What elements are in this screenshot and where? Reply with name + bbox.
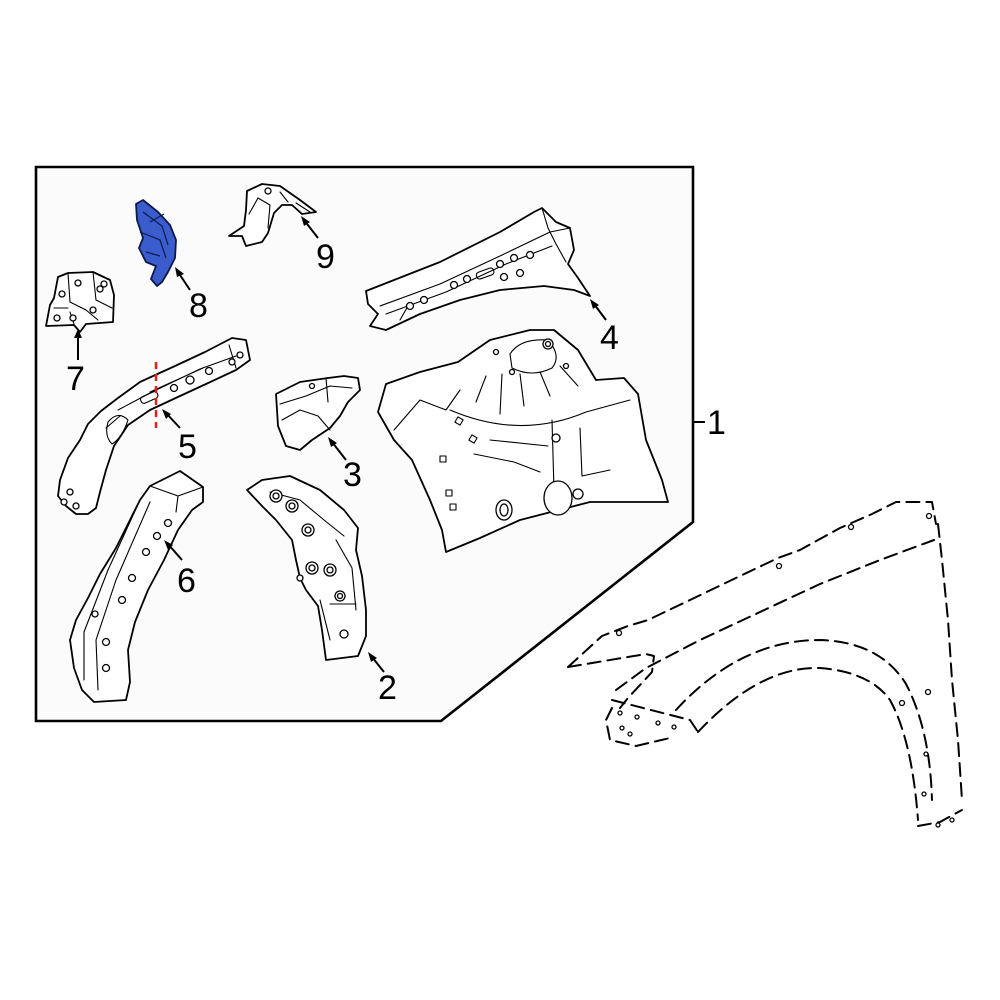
part-2[interactable] [246, 475, 367, 661]
callout-6[interactable]: 6 [177, 562, 196, 600]
callout-3-arrow [328, 437, 347, 461]
fender-reference-outline [567, 501, 963, 828]
callout-9-arrow [301, 216, 319, 239]
callout-3[interactable]: 3 [343, 456, 362, 494]
part-5[interactable] [57, 337, 251, 515]
callout-2[interactable]: 2 [378, 669, 397, 707]
callout-6-arrow [164, 540, 183, 561]
callout-2-arrow [368, 652, 385, 673]
group-box [34, 165, 695, 723]
callout-9[interactable]: 9 [316, 238, 335, 276]
callout-5[interactable]: 5 [178, 428, 197, 466]
callout-4[interactable]: 4 [600, 319, 619, 357]
part-6[interactable] [69, 470, 204, 703]
apron-panel[interactable] [377, 329, 669, 553]
callout-7-arrow [74, 329, 82, 360]
callout-7[interactable]: 7 [66, 360, 85, 398]
part-8-highlighted[interactable] [135, 199, 177, 287]
part-3[interactable] [275, 375, 361, 451]
part-4[interactable] [365, 207, 591, 331]
callout-1[interactable]: 1 [707, 404, 726, 442]
part-9[interactable] [228, 183, 317, 247]
callout-8-arrow [175, 267, 191, 291]
callout-4-arrow [590, 299, 607, 321]
callout-5-arrow [162, 409, 181, 429]
callout-8[interactable]: 8 [189, 287, 208, 325]
part-7[interactable] [45, 271, 115, 333]
